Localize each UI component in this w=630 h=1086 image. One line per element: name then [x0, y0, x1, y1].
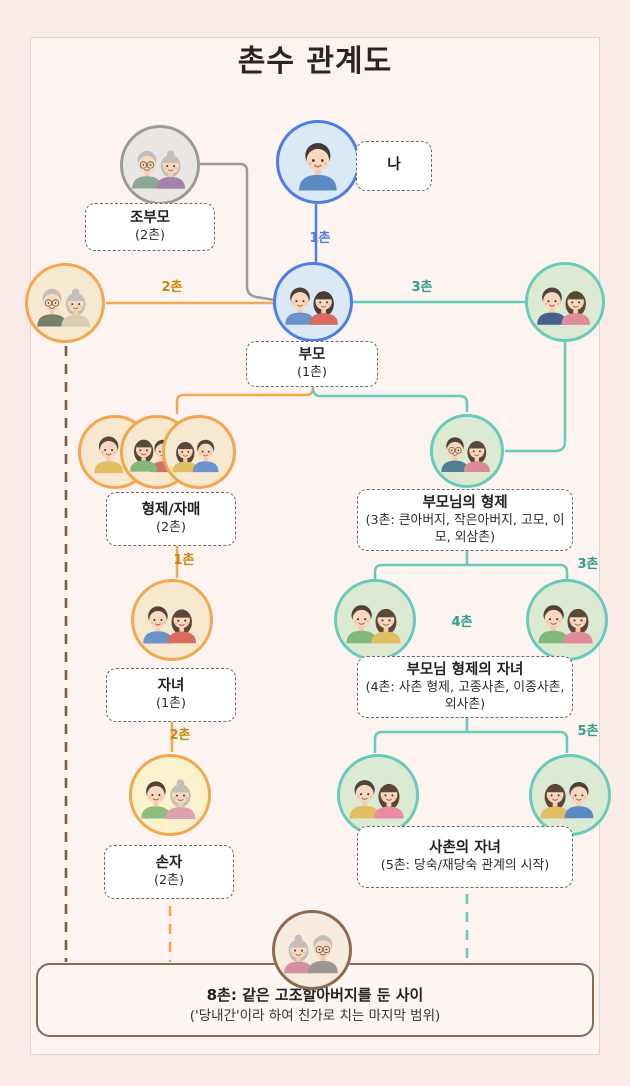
uncle-aunt-avatar	[525, 262, 605, 342]
footer-line2: ('당내간'이라 하여 친가로 치는 마지막 범위)	[189, 1008, 441, 1025]
elderly-couple-icon	[131, 149, 186, 190]
cousins-children-label-box: 사촌의 자녀 (5촌: 당숙/재당숙 관계의 시작)	[357, 826, 573, 888]
edge-cousins-branch	[373, 718, 569, 753]
parents-siblings-subtitle: (3촌: 큰아버지, 작은아버지, 고모, 이모, 외삼촌)	[365, 512, 565, 545]
great-great-grandparents-avatar	[272, 910, 352, 990]
grandchildren-label-box: 손자 (2촌)	[104, 845, 234, 899]
boy-and-girl-icon	[142, 605, 197, 645]
edge-label-4chon: 4촌	[451, 615, 473, 630]
siblings-subtitle: (2촌)	[156, 520, 186, 536]
edge-uncle-branch	[373, 551, 569, 580]
grandparents-label-box: 조부모 (2촌)	[85, 203, 215, 251]
grandchildren-subtitle: (2촌)	[154, 873, 184, 889]
edge-label-3chon-uncle: 3촌	[411, 280, 433, 295]
children-title: 자녀	[157, 677, 185, 694]
children-subtitle: (1촌)	[156, 696, 186, 712]
edge-label-3chon-branch: 3촌	[577, 557, 599, 572]
parents-siblings-title: 부모님의 형제	[422, 494, 508, 511]
edge-label-5chon: 5촌	[577, 724, 599, 739]
parents-siblings-children-label-box: 부모님 형제의 자녀 (4촌: 사촌 형제, 고종사촌, 이종사촌, 외사촌)	[357, 656, 573, 718]
grandparents-title: 조부모	[129, 209, 171, 226]
girl-and-boy-icon	[171, 439, 220, 473]
parents-subtitle: (1촌)	[297, 365, 327, 381]
adult-couple-icon	[284, 286, 339, 326]
adult-couple-icon	[537, 604, 594, 645]
children-label-box: 자녀 (1촌)	[106, 668, 236, 722]
adult-couple-icon	[345, 604, 402, 645]
grandparents-subtitle: (2촌)	[135, 228, 165, 244]
cousins-children-subtitle: (5촌: 당숙/재당숙 관계의 시작)	[380, 858, 550, 874]
parents-label-box: 부모 (1촌)	[246, 341, 378, 387]
page-title: 촌수 관계도	[237, 44, 393, 79]
edge-label-1chon-children: 1촌	[173, 553, 195, 568]
elderly-couple-icon	[36, 287, 91, 328]
grandchildren-title: 손자	[155, 854, 183, 871]
me-label-box: 나	[356, 141, 432, 191]
cousins-child-right-avatar	[529, 754, 611, 836]
edge-label-2chon-grandchildren: 2촌	[169, 728, 191, 743]
parents-siblings-avatar	[430, 414, 504, 488]
adult-couple-icon	[536, 286, 591, 326]
parents-avatar	[273, 262, 353, 342]
maternal-grandparents-avatar	[25, 263, 105, 343]
adult-couple-icon	[348, 779, 405, 820]
footer-line1: 8촌: 같은 고조할아버지를 둔 사이	[206, 986, 424, 1005]
adult-couple-glasses-icon	[440, 436, 491, 473]
edge-parents-to-parents-siblings	[311, 387, 469, 412]
parents-title: 부모	[298, 346, 326, 363]
children-avatar	[131, 579, 213, 661]
cousin-left-avatar	[334, 579, 416, 661]
edge-uncle-down	[505, 342, 567, 453]
grandchildren-avatar	[129, 754, 211, 836]
cousins-children-title: 사촌의 자녀	[429, 839, 501, 856]
girl-and-boy-icon	[539, 781, 594, 820]
elderly-couple-icon	[283, 934, 339, 974]
cousin-right-avatar	[526, 579, 608, 661]
parents-siblings-children-title: 부모님 형제의 자녀	[406, 661, 524, 678]
edge-parents-to-siblings	[175, 387, 315, 414]
grandparents-avatar	[120, 125, 200, 205]
child-and-grandmother-icon	[140, 778, 196, 820]
sibling-avatar-3	[162, 415, 236, 489]
me-avatar	[276, 120, 360, 204]
edge-grandparents-to-parents	[200, 162, 276, 302]
cousins-child-left-avatar	[337, 754, 419, 836]
parents-siblings-label-box: 부모님의 형제 (3촌: 큰아버지, 작은아버지, 고모, 이모, 외삼촌)	[357, 489, 573, 551]
footer-note-box: 8촌: 같은 고조할아버지를 둔 사이 ('당내간'이라 하여 친가로 치는 마…	[36, 963, 594, 1037]
siblings-label-box: 형제/자매 (2촌)	[106, 492, 236, 546]
me-label: 나	[387, 157, 401, 174]
edge-label-1chon-me: 1촌	[309, 231, 331, 246]
parents-siblings-children-subtitle: (4촌: 사촌 형제, 고종사촌, 이종사촌, 외사촌)	[365, 679, 565, 712]
siblings-title: 형제/자매	[141, 501, 201, 518]
young-man-icon	[298, 142, 338, 192]
edge-label-2chon-elders: 2촌	[161, 280, 183, 295]
